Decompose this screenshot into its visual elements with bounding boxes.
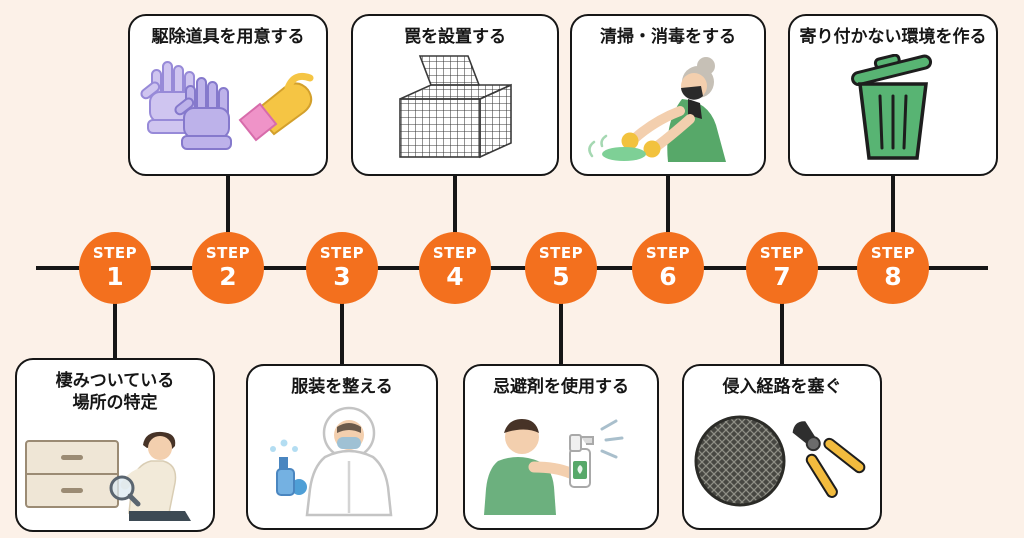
- step-word: STEP: [319, 244, 365, 262]
- connector-step-5: [559, 300, 563, 364]
- connector-step-2: [226, 174, 230, 236]
- step-card-7: 侵入経路を塞ぐ: [682, 364, 882, 530]
- step-card-title: 服装を整える: [291, 377, 393, 397]
- step-number: 6: [659, 261, 677, 291]
- gloves-and-vacuum-icon: [136, 50, 320, 168]
- mesh-and-pliers-icon: [690, 400, 874, 522]
- step-card-title: 罠を設置する: [404, 27, 506, 47]
- step-card-4: 罠を設置する: [351, 14, 559, 176]
- step-circle-2: STEP 2: [192, 232, 264, 304]
- step-number: 7: [773, 261, 791, 291]
- step-card-title: 棲みついている 場所の特定: [55, 371, 175, 414]
- step-number: 5: [552, 261, 570, 291]
- step-card-3: 服装を整える: [246, 364, 438, 530]
- step-word: STEP: [538, 244, 584, 262]
- step-circle-8: STEP 8: [857, 232, 929, 304]
- step-card-5: 忌避剤を使用する: [463, 364, 659, 530]
- connector-step-1: [113, 300, 117, 362]
- connector-step-3: [340, 300, 344, 364]
- protective-suit-icon: [267, 400, 417, 522]
- step-card-1: 棲みついている 場所の特定: [15, 358, 215, 532]
- step-card-8: 寄り付かない環境を作る: [788, 14, 998, 176]
- step-word: STEP: [870, 244, 916, 262]
- step-card-6: 清掃・消毒をする: [570, 14, 766, 176]
- repellent-spray-icon: [470, 400, 652, 522]
- inspect-location-illustration: [25, 432, 191, 522]
- protective-suit-illustration: [270, 406, 393, 517]
- inspect-location-icon: [23, 416, 207, 524]
- cleaning-disinfection-icon: [578, 50, 758, 168]
- mesh-and-pliers-illustration: [694, 415, 866, 507]
- step-card-2: 駆除道具を用意する: [128, 14, 328, 176]
- cage-trap-icon: [380, 50, 530, 168]
- step-circle-3: STEP 3: [306, 232, 378, 304]
- step-word: STEP: [645, 244, 691, 262]
- timeline-line: [36, 266, 988, 270]
- step-card-title: 駆除道具を用意する: [151, 27, 305, 47]
- connector-step-8: [891, 174, 895, 236]
- step-number: 4: [446, 261, 464, 291]
- connector-step-7: [780, 300, 784, 364]
- repellent-spray-illustration: [484, 419, 624, 516]
- step-circle-1: STEP 1: [79, 232, 151, 304]
- step-circle-6: STEP 6: [632, 232, 704, 304]
- step-circle-5: STEP 5: [525, 232, 597, 304]
- step-card-title: 寄り付かない環境を作る: [799, 27, 987, 47]
- step-card-title: 清掃・消毒をする: [600, 27, 736, 47]
- step-word: STEP: [92, 244, 138, 262]
- step-word: STEP: [205, 244, 251, 262]
- step-circle-4: STEP 4: [419, 232, 491, 304]
- step-number: 8: [884, 261, 902, 291]
- step-card-title: 忌避剤を使用する: [493, 377, 629, 397]
- connector-step-6: [666, 174, 670, 236]
- step-number: 3: [333, 261, 351, 291]
- step-number: 1: [106, 261, 124, 291]
- step-number: 2: [219, 261, 237, 291]
- gloves-and-vacuum-illustration: [138, 61, 314, 151]
- cage-trap-illustration: [399, 55, 512, 159]
- connector-step-4: [453, 174, 457, 236]
- step-card-title: 侵入経路を塞ぐ: [722, 377, 842, 397]
- trash-can-icon: [836, 50, 951, 168]
- step-word: STEP: [759, 244, 805, 262]
- cleaning-disinfection-illustration: [588, 57, 726, 163]
- step-circle-7: STEP 7: [746, 232, 818, 304]
- trash-can-illustration: [850, 54, 932, 160]
- step-word: STEP: [432, 244, 478, 262]
